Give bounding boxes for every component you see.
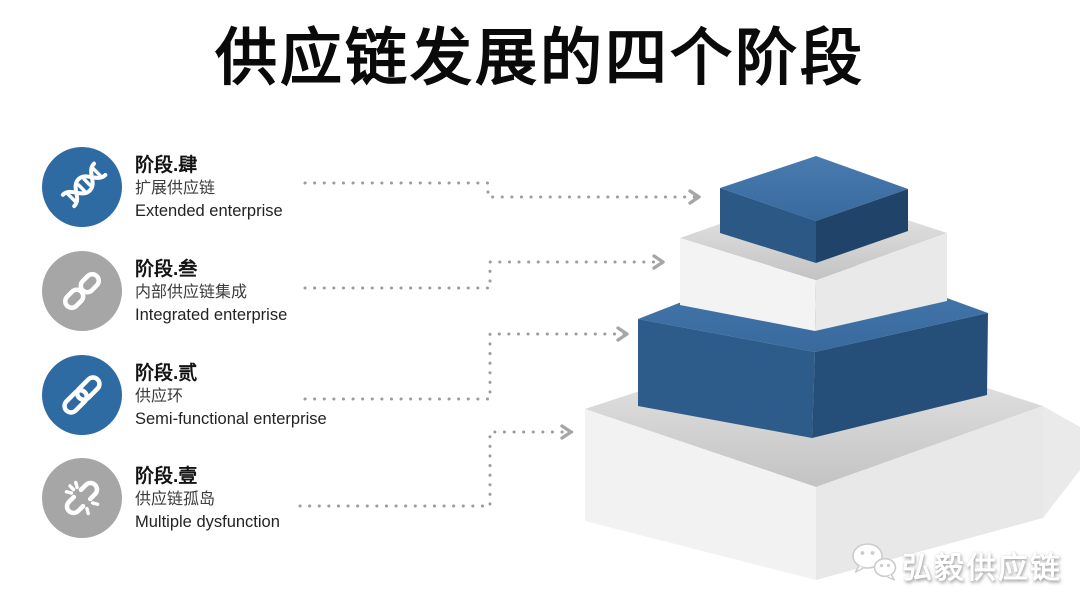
link-icon — [42, 355, 122, 435]
stage-subtitle-en: Extended enterprise — [135, 202, 283, 220]
chain-icon — [42, 251, 122, 331]
pyramid-base-shadow — [1043, 406, 1080, 518]
page-title: 供应链发展的四个阶段 — [214, 24, 865, 93]
arrow-stage-1 — [298, 424, 574, 508]
stage-label: 阶段.壹 — [135, 466, 198, 487]
stage-label: 阶段.叁 — [135, 259, 198, 280]
stage-label: 阶段.贰 — [135, 363, 198, 384]
watermark-text: 弘毅供应链 — [902, 551, 1062, 585]
stage-subtitle-en: Multiple dysfunction — [135, 513, 280, 531]
stage-subtitle-en: Integrated enterprise — [135, 306, 288, 324]
stage-subtitle-zh: 扩展供应链 — [135, 180, 216, 197]
stage-item-1: 阶段.壹 供应链孤岛 Multiple dysfunction — [42, 458, 372, 538]
stage-subtitle-zh: 内部供应链集成 — [135, 284, 248, 301]
arrow-stage-3 — [303, 254, 666, 290]
dna-icon — [42, 147, 122, 227]
watermark: 弘毅供应链 — [850, 540, 1062, 589]
pyramid-tier-4 — [720, 156, 908, 263]
stage-item-3: 阶段.叁 内部供应链集成 Integrated enterprise — [42, 251, 372, 331]
stage-item-4: 阶段.肆 扩展供应链 Extended enterprise — [42, 147, 372, 227]
stage-subtitle-zh: 供应环 — [135, 388, 184, 405]
wechat-icon — [850, 540, 898, 589]
broken-link-icon — [42, 458, 122, 538]
stage-item-2: 阶段.贰 供应环 Semi-functional enterprise — [42, 355, 372, 435]
stage-subtitle-zh: 供应链孤岛 — [135, 491, 216, 508]
stage-subtitle-en: Semi-functional enterprise — [135, 410, 327, 428]
stage-label: 阶段.肆 — [135, 155, 198, 176]
